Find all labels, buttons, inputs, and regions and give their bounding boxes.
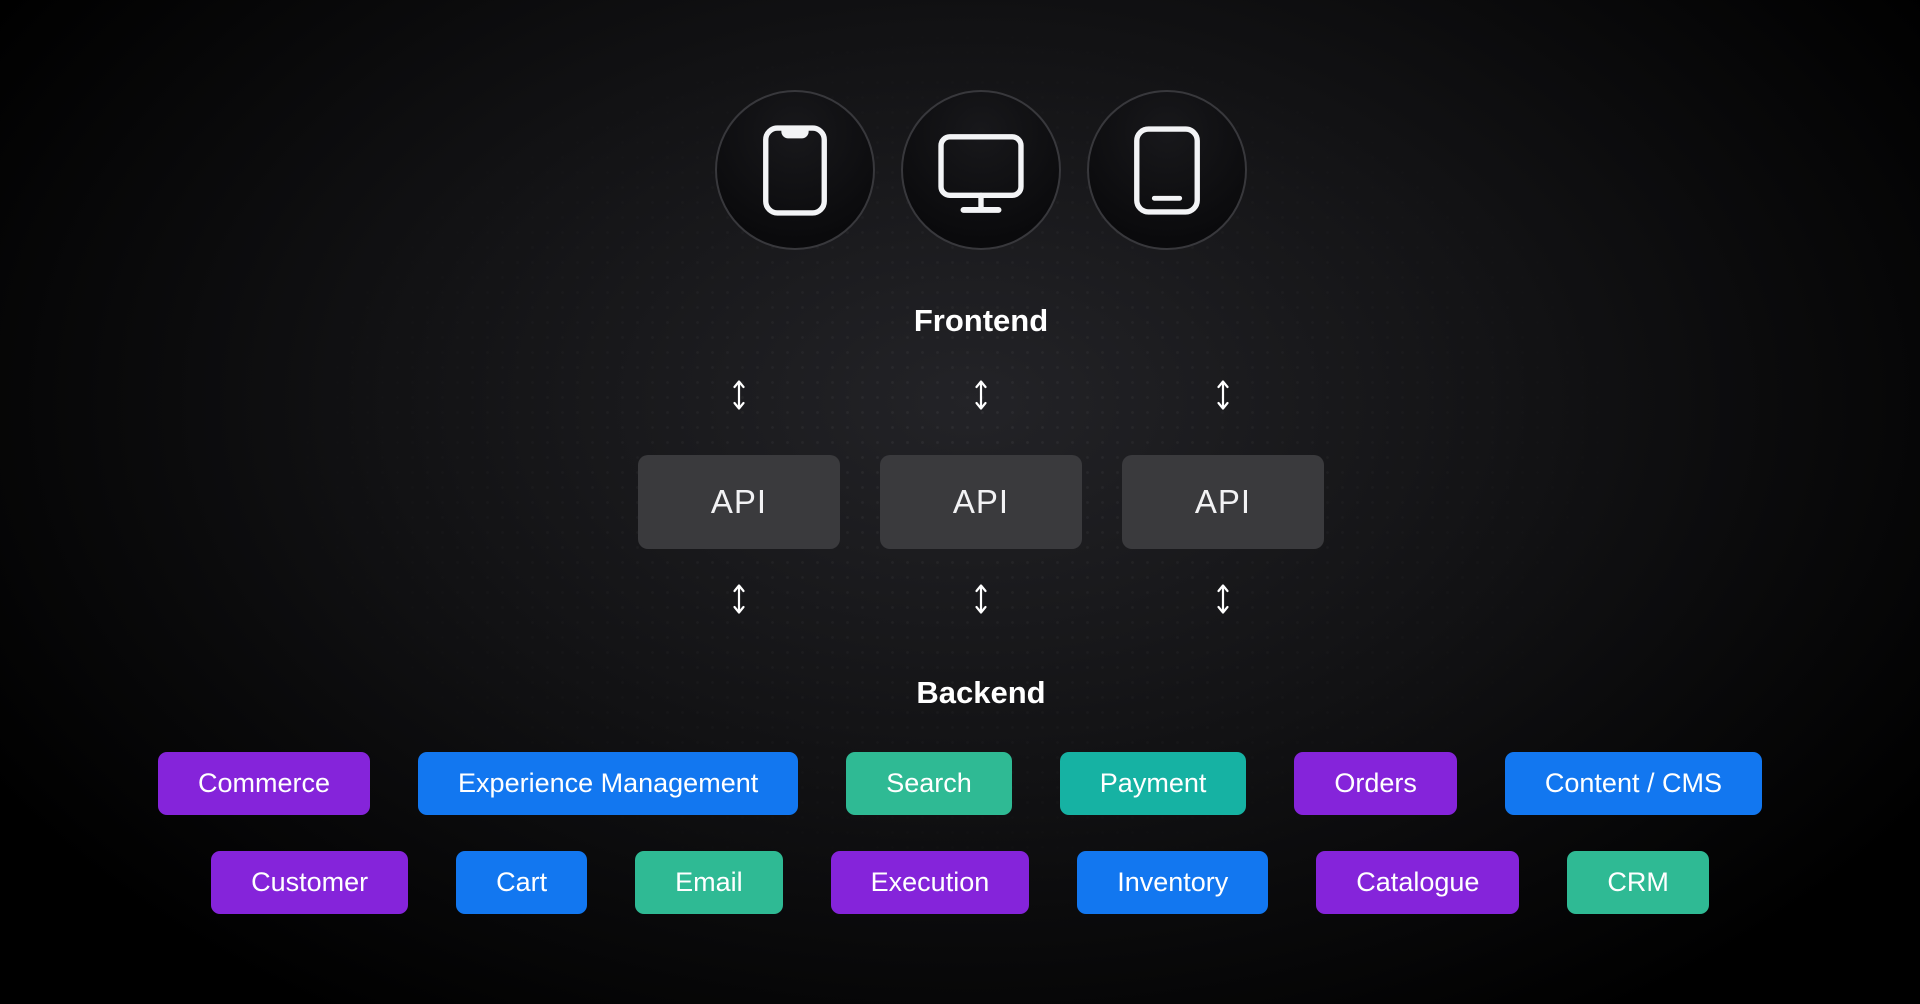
- frontend-label: Frontend: [913, 303, 1049, 338]
- services-row-2: Customer Cart Email Execution Inventory …: [211, 851, 1709, 914]
- device-circle-smartphone: [715, 90, 875, 250]
- service-chip-label: Inventory: [1117, 867, 1229, 897]
- api-backend-arrows: [638, 581, 1324, 617]
- api-box: API: [638, 455, 840, 549]
- device-row: [715, 90, 1247, 250]
- monitor-icon: [938, 134, 1024, 213]
- service-chip-label: Orders: [1334, 768, 1417, 798]
- api-box: API: [1122, 455, 1324, 549]
- service-chip-label: Email: [675, 867, 743, 897]
- vertical-double-arrow-icon: [975, 584, 987, 614]
- service-chip-label: CRM: [1607, 867, 1669, 897]
- vertical-double-arrow-icon: [733, 380, 745, 410]
- backend-label: Backend: [916, 675, 1046, 710]
- service-chip-execution: Execution: [830, 851, 1030, 914]
- service-chip-crm: CRM: [1567, 851, 1709, 914]
- device-circle-monitor: [901, 90, 1061, 250]
- service-chip-content-cms: Content / CMS: [1504, 752, 1762, 815]
- api-box: API: [880, 455, 1082, 549]
- service-chip-label: Search: [886, 768, 972, 798]
- service-chip-label: Experience Management: [458, 768, 759, 798]
- service-chip-orders: Orders: [1294, 752, 1457, 815]
- service-chip-payment: Payment: [1059, 752, 1247, 815]
- service-chip-label: Execution: [870, 867, 990, 897]
- device-circle-tablet: [1087, 90, 1247, 250]
- service-chip-search: Search: [846, 752, 1012, 815]
- service-chip-label: Payment: [1099, 768, 1207, 798]
- service-chip-commerce: Commerce: [158, 752, 371, 815]
- smartphone-icon: [763, 125, 827, 216]
- service-chip-label: Cart: [496, 867, 548, 897]
- service-chip-inventory: Inventory: [1077, 851, 1269, 914]
- vertical-double-arrow-icon: [1217, 584, 1229, 614]
- service-chip-email: Email: [635, 851, 783, 914]
- service-chip-label: Catalogue: [1356, 867, 1480, 897]
- service-chip-catalogue: Catalogue: [1316, 851, 1520, 914]
- vertical-double-arrow-icon: [975, 380, 987, 410]
- vertical-double-arrow-icon: [733, 584, 745, 614]
- frontend-api-arrows: [638, 377, 1324, 413]
- service-chip-experience-management: Experience Management: [418, 752, 799, 815]
- service-chip-label: Customer: [251, 867, 369, 897]
- tablet-icon: [1134, 126, 1200, 215]
- service-chip-label: Content / CMS: [1544, 768, 1722, 798]
- api-row: API API API: [638, 455, 1324, 549]
- vertical-double-arrow-icon: [1217, 380, 1229, 410]
- services-row-1: Commerce Experience Management Search Pa…: [158, 752, 1762, 815]
- service-chip-cart: Cart: [456, 851, 588, 914]
- service-chip-customer: Customer: [211, 851, 409, 914]
- service-chip-label: Commerce: [198, 768, 331, 798]
